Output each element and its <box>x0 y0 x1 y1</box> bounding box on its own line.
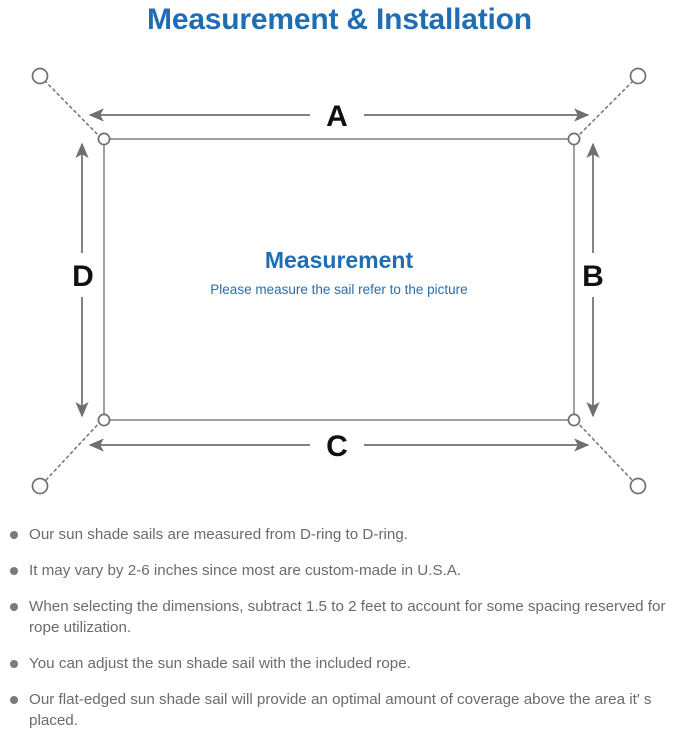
list-item: It may vary by 2-6 inches since most are… <box>0 560 679 581</box>
note-text: When selecting the dimensions, subtract … <box>29 598 666 636</box>
d-ring-top-left <box>97 132 111 146</box>
list-item: Our flat-edged sun shade sail will provi… <box>0 689 679 731</box>
rope-bottom-right <box>575 420 633 481</box>
bullet-icon <box>10 660 18 668</box>
dimension-label-b: B <box>582 260 604 293</box>
bullet-icon <box>10 567 18 575</box>
note-text: You can adjust the sun shade sail with t… <box>29 655 411 672</box>
measurement-diagram: A C D B Measurement Please measure the s… <box>0 46 679 516</box>
anchor-point-top-left <box>31 67 49 85</box>
dimension-label-d: D <box>72 260 94 293</box>
bullet-icon <box>10 531 18 539</box>
list-item: You can adjust the sun shade sail with t… <box>0 653 679 674</box>
sail-rectangle <box>103 138 575 421</box>
anchor-point-bottom-right <box>629 477 647 495</box>
list-item: Our sun shade sails are measured from D-… <box>0 524 679 545</box>
note-text: It may vary by 2-6 inches since most are… <box>29 562 462 579</box>
rope-top-left <box>45 81 102 139</box>
anchor-point-bottom-left <box>31 477 49 495</box>
list-item: When selecting the dimensions, subtract … <box>0 596 679 638</box>
bullet-icon <box>10 696 18 704</box>
d-ring-bottom-left <box>97 413 111 427</box>
d-ring-bottom-right <box>567 413 581 427</box>
note-text: Our sun shade sails are measured from D-… <box>29 526 408 543</box>
page-title: Measurement & Installation <box>147 3 532 36</box>
rope-lines <box>45 81 633 481</box>
rope-top-right <box>575 81 633 139</box>
rope-bottom-left <box>45 420 102 481</box>
diagram-center-title: Measurement <box>265 247 414 273</box>
d-rings <box>97 132 581 427</box>
anchor-point-top-right <box>629 67 647 85</box>
anchor-points <box>31 67 647 495</box>
dimension-label-c: C <box>326 430 348 463</box>
notes-list: Our sun shade sails are measured from D-… <box>0 524 679 731</box>
note-text: Our flat-edged sun shade sail will provi… <box>29 691 652 729</box>
dimension-label-a: A <box>326 100 348 133</box>
bullet-icon <box>10 603 18 611</box>
diagram-center-subtitle: Please measure the sail refer to the pic… <box>210 282 467 297</box>
d-ring-top-right <box>567 132 581 146</box>
